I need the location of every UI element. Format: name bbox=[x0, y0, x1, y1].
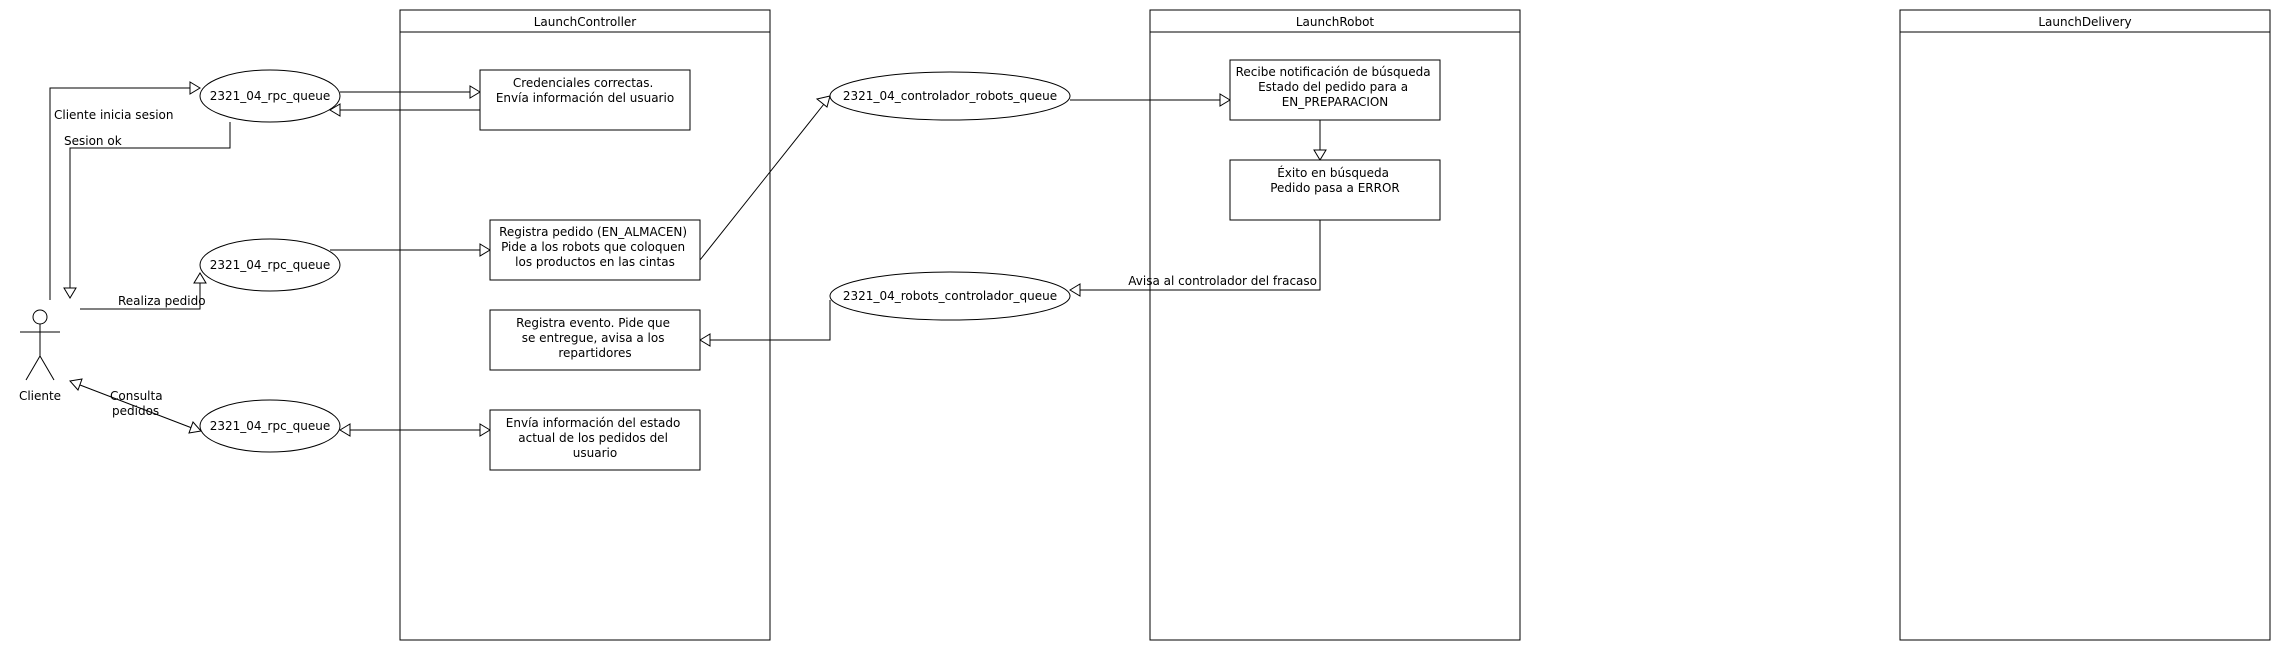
edge-robots-ctrl-to-registra-evento bbox=[699, 300, 831, 347]
svg-text:Registra pedido (EN_ALMACEN): Registra pedido (EN_ALMACEN) Pide a los … bbox=[499, 225, 691, 269]
queue-controlador-robots: 2321_04_controlador_robots_queue bbox=[829, 71, 1071, 121]
box-line: Envía información del estado bbox=[506, 416, 681, 430]
edge-rpc1-to-credenciales bbox=[340, 85, 481, 99]
queue-label: 2321_04_rpc_queue bbox=[210, 258, 331, 272]
actor-cliente: Cliente bbox=[19, 309, 61, 403]
box-line: Recibe notificación de búsqueda bbox=[1236, 65, 1431, 79]
svg-text:Envía información del estado: Envía información del estado actual de l… bbox=[506, 416, 684, 460]
box-recibe-notificacion: Recibe notificación de búsqueda Estado d… bbox=[1229, 59, 1441, 121]
edge-label-realiza-pedido: Realiza pedido bbox=[118, 294, 206, 308]
queue-rpc-2: 2321_04_rpc_queue bbox=[199, 238, 341, 292]
edge-label-consulta-2: pedidos bbox=[112, 404, 159, 418]
edge-exito-to-robots-ctrl: Avisa al controlador del fracaso bbox=[1069, 220, 1321, 297]
lane-launch-delivery: LaunchDelivery bbox=[1899, 9, 2271, 641]
box-line: usuario bbox=[573, 446, 617, 460]
box-line: Pedido pasa a ERROR bbox=[1270, 181, 1400, 195]
queue-robots-controlador: 2321_04_robots_controlador_queue bbox=[829, 271, 1071, 321]
edge-consulta-pedidos: Consulta pedidos bbox=[69, 378, 202, 434]
box-registra-pedido: Registra pedido (EN_ALMACEN) Pide a los … bbox=[489, 219, 701, 281]
edge-registra-pedido-to-ctrl-robots bbox=[699, 95, 831, 261]
box-line: Estado del pedido para a bbox=[1258, 80, 1408, 94]
box-line: EN_PREPARACION bbox=[1282, 95, 1389, 109]
queue-label: 2321_04_controlador_robots_queue bbox=[843, 89, 1057, 103]
box-line: actual de los pedidos del bbox=[518, 431, 668, 445]
box-line: Registra pedido (EN_ALMACEN) bbox=[499, 225, 687, 239]
lane-title-delivery: LaunchDelivery bbox=[2038, 15, 2131, 29]
edge-rpc3-envia-estado bbox=[339, 423, 491, 437]
edge-label-consulta-1: Consulta bbox=[110, 389, 163, 403]
lane-title-controller: LaunchController bbox=[534, 15, 637, 29]
box-registra-evento: Registra evento. Pide que se entregue, a… bbox=[489, 309, 701, 371]
edge-rpc2-to-registra-pedido bbox=[330, 243, 491, 257]
edge-label-inicia-sesion: Cliente inicia sesion bbox=[54, 108, 173, 122]
queue-label: 2321_04_rpc_queue bbox=[210, 419, 331, 433]
svg-text:Éxito en búsqueda Pedido: Éxito en búsqueda Pedido pasa a ERROR bbox=[1270, 165, 1400, 195]
box-line: se entregue, avisa a los bbox=[522, 331, 665, 345]
svg-text:Credenciales correctas.: Credenciales correctas. Envía informació… bbox=[496, 76, 674, 105]
edge-sesion-ok: Sesion ok bbox=[63, 122, 231, 299]
edge-recibe-to-exito bbox=[1313, 120, 1327, 161]
queue-label: 2321_04_rpc_queue bbox=[210, 89, 331, 103]
svg-text:Registra evento. Pide que: Registra evento. Pide que se entregue, a… bbox=[516, 316, 674, 360]
actor-label: Cliente bbox=[19, 389, 61, 403]
queue-rpc-3: 2321_04_rpc_queue bbox=[199, 399, 341, 453]
box-line: repartidores bbox=[558, 346, 631, 360]
queue-label: 2321_04_robots_controlador_queue bbox=[843, 289, 1057, 303]
box-line: Registra evento. Pide que bbox=[516, 316, 670, 330]
edge-label-avisa-fracaso: Avisa al controlador del fracaso bbox=[1128, 274, 1317, 288]
edge-credenciales-to-rpc1 bbox=[329, 103, 480, 117]
edge-cliente-inicia-sesion: Cliente inicia sesion bbox=[49, 81, 201, 300]
queue-rpc-1: 2321_04_rpc_queue bbox=[199, 69, 341, 123]
box-credenciales: Credenciales correctas. Envía informació… bbox=[479, 69, 691, 131]
box-line: Pide a los robots que coloquen bbox=[501, 240, 685, 254]
box-envia-estado: Envía información del estado actual de l… bbox=[489, 409, 701, 471]
box-exito-busqueda: Éxito en búsqueda Pedido pasa a ERROR bbox=[1229, 159, 1441, 221]
edge-ctrl-robots-to-recibe bbox=[1070, 93, 1231, 107]
edge-realiza-pedido: Realiza pedido bbox=[80, 272, 207, 310]
box-line: Envía información del usuario bbox=[496, 91, 674, 105]
lane-title-robot: LaunchRobot bbox=[1296, 15, 1375, 29]
box-line: Éxito en búsqueda bbox=[1277, 165, 1389, 180]
svg-text:Recibe notificación de búsqued: Recibe notificación de búsqueda Estado d… bbox=[1236, 65, 1435, 109]
edge-label-sesion-ok: Sesion ok bbox=[64, 134, 122, 148]
box-line: Credenciales correctas. bbox=[513, 76, 654, 90]
box-line: los productos en las cintas bbox=[515, 255, 675, 269]
